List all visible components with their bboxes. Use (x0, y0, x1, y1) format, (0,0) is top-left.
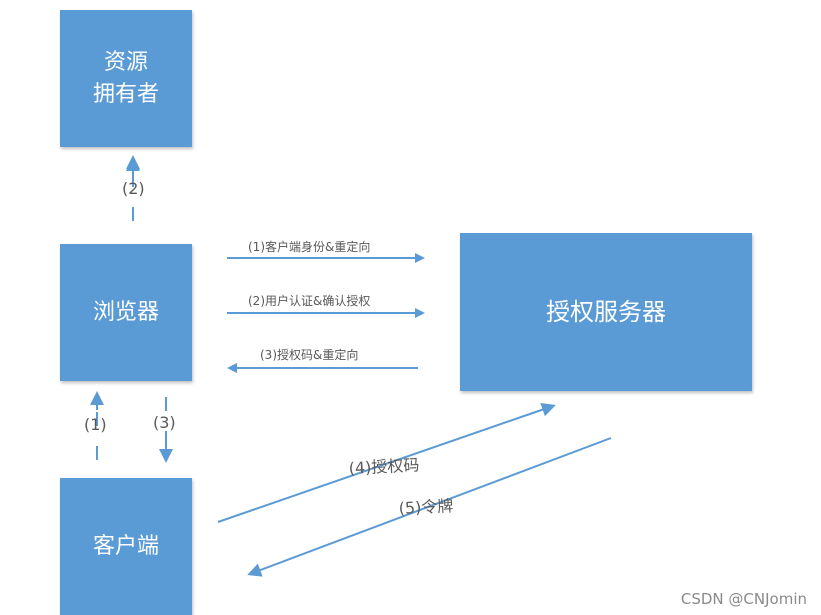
arrow-auth-to-client-5 (247, 437, 612, 577)
auth-server-label: 授权服务器 (546, 298, 666, 326)
browser-label: 浏览器 (92, 299, 159, 325)
client-node: 客户端 (60, 478, 192, 615)
resource-owner-node: 资源 拥有者 (60, 10, 192, 147)
client-label: 客户端 (92, 533, 159, 559)
label-client-to-auth-4: (4)授权码 (348, 455, 420, 478)
auth-server-node: 授权服务器 (460, 233, 752, 391)
label-auth-to-client-5: (5)令牌 (398, 496, 454, 518)
label-client-to-browser: (1) (84, 415, 107, 434)
browser-node: 浏览器 (60, 244, 192, 381)
label-auth-to-browser-3: (3)授权码&重定向 (260, 348, 359, 362)
resource-owner-label: 资源 拥有者 (92, 49, 159, 107)
label-browser-to-auth-2: (2)用户认证&确认授权 (248, 294, 371, 308)
label-browser-to-owner: (2) (122, 179, 145, 198)
label-browser-to-client: (3) (153, 413, 176, 432)
watermark: CSDN @CNJomin (680, 590, 807, 608)
arrow-client-to-auth-4 (217, 402, 556, 523)
label-browser-to-auth-1: (1)客户端身份&重定向 (248, 240, 371, 254)
